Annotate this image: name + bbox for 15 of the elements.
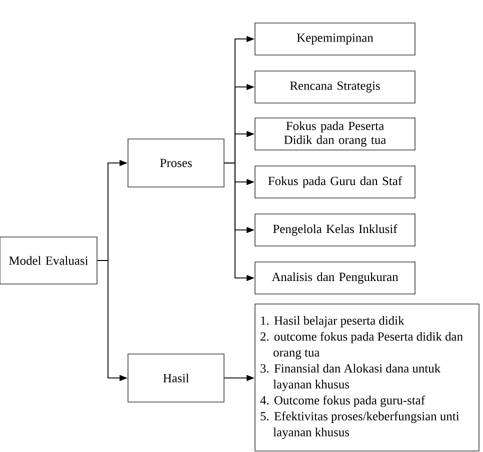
root-box: Model Evaluasi	[0, 236, 98, 284]
category-box: Proses	[128, 138, 224, 188]
item-box: Rencana Strategis	[254, 70, 416, 104]
list-box	[254, 304, 480, 452]
list-item: 4. Outcome fokus pada guru-staf	[260, 396, 426, 408]
list-item: 5. Efektivitas proses/keberfungsian unti layanan khusus	[260, 412, 460, 439]
item-box: Fokus pada Guru dan Staf	[254, 166, 416, 198]
item-box: Kepemimpinan	[254, 22, 416, 56]
category-box: Hasil	[128, 354, 224, 402]
list-item: 3. Finansial dan Alokasi dana untuk layanan khusus	[260, 364, 441, 392]
list-item: 1. Hasil belajar peserta didik	[261, 316, 404, 328]
item-box: Fokus pada Peserta Didik dan orang tua	[254, 118, 416, 150]
item-box: Pengelola Kelas Inklusif	[254, 214, 416, 246]
item-box: Analisis dan Pengukuran	[254, 262, 416, 294]
list-item: 2. outcome fokus pada Peserta didik dan orang tua	[260, 332, 463, 360]
